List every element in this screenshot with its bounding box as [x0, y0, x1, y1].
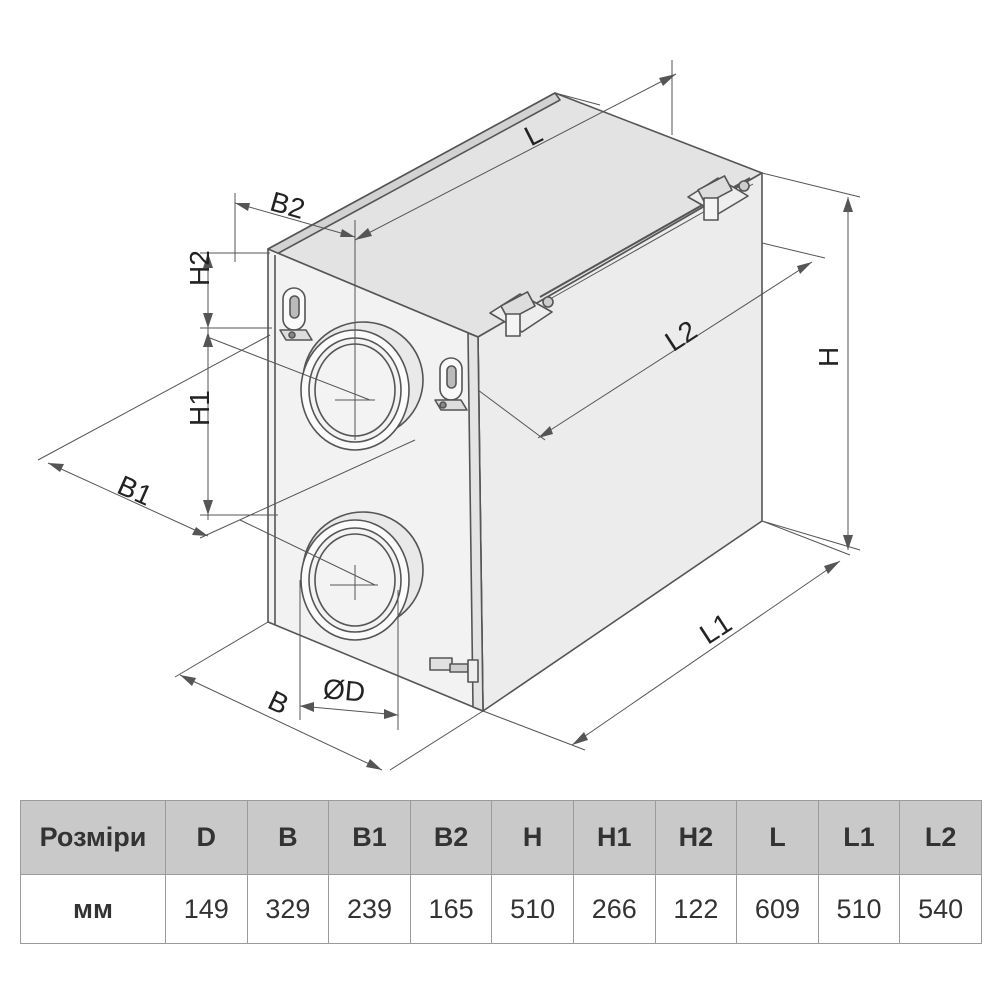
dim-line-B2	[234, 202, 356, 238]
label-H: H	[813, 347, 844, 367]
col-header-D: D	[165, 800, 248, 875]
row-unit-label: мм	[20, 874, 166, 944]
dim-line-B	[179, 674, 383, 771]
value-B1: 239	[328, 874, 411, 944]
side-latch	[429, 657, 479, 683]
value-H: 510	[491, 874, 574, 944]
dimensions-table: Розміри D B B1 B2 H H1 H2 L L1 L2 мм 149…	[20, 800, 982, 944]
table-header-row: Розміри D B B1 B2 H H1 H2 L L1 L2	[20, 800, 982, 875]
value-L2: 540	[899, 874, 982, 944]
col-header-H: H	[491, 800, 574, 875]
value-D: 149	[165, 874, 248, 944]
col-header-B2: B2	[409, 800, 493, 875]
col-header-L: L	[736, 800, 819, 875]
label-D: ØD	[322, 673, 367, 708]
dim-line-L	[354, 73, 677, 241]
col-header-B1: B1	[328, 800, 411, 875]
label-H2: H2	[184, 250, 215, 286]
value-B: 329	[246, 874, 330, 944]
dim-line-B1	[47, 462, 209, 537]
label-H1: H1	[184, 390, 215, 426]
value-B2: 165	[409, 874, 493, 944]
dim-line-L2	[537, 261, 813, 439]
value-L1: 510	[817, 874, 901, 944]
row-header-label: Розміри	[20, 800, 166, 875]
mount-bracket-left	[279, 287, 313, 341]
latch-front	[489, 291, 554, 337]
col-header-L2: L2	[899, 800, 982, 875]
mount-bracket-right	[434, 357, 468, 411]
latch-back	[687, 175, 750, 221]
label-L1: L1	[694, 607, 737, 650]
dimension-drawing: L L2 H L1 B ØD B1 B2 H2 H1	[37, 60, 861, 771]
col-header-H1: H1	[572, 800, 656, 875]
label-B: B	[263, 684, 293, 720]
value-H2: 122	[654, 874, 738, 944]
table-row: мм 149 329 239 165 510 266 122 609 510 5…	[20, 874, 982, 944]
value-L: 609	[736, 874, 819, 944]
dim-line-D	[299, 705, 399, 716]
label-B1: B1	[113, 469, 157, 511]
value-H1: 266	[572, 874, 656, 944]
label-B2: B2	[267, 186, 308, 225]
col-header-H2: H2	[654, 800, 738, 875]
dim-line-L1	[571, 560, 841, 746]
col-header-B: B	[246, 800, 330, 875]
col-header-L1: L1	[817, 800, 901, 875]
